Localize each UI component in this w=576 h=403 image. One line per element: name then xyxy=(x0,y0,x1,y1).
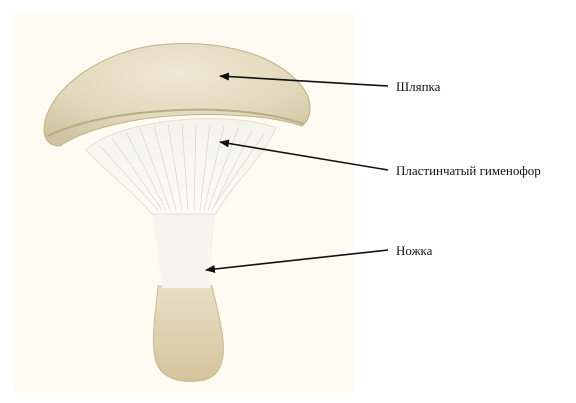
gills-label: Пластинчатый гименофор xyxy=(396,164,541,177)
stem-label: Ножка xyxy=(396,244,432,257)
cap-label: Шляпка xyxy=(396,80,440,93)
mushroom-stem-base xyxy=(153,286,223,381)
